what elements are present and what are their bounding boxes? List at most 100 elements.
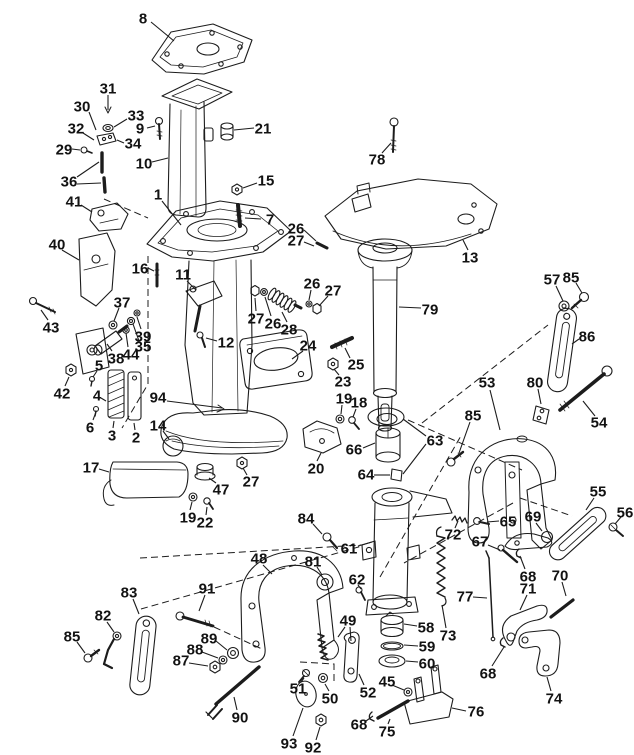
part-number-86: 86 (579, 329, 596, 346)
part-number-24: 24 (300, 338, 317, 355)
part-number-28: 28 (281, 322, 298, 339)
leader-line-36 (76, 182, 102, 185)
part-42-nut (65, 363, 77, 377)
part-60-cup (378, 654, 406, 668)
part-number-23: 23 (335, 374, 352, 391)
leader-lines (40, 21, 622, 741)
part-9-screw (154, 116, 164, 140)
leader-line-27 (254, 297, 257, 312)
leader-line-42 (64, 376, 70, 387)
leader-line-8 (150, 21, 175, 42)
leader-line-86 (571, 338, 580, 345)
leader-line-26 (264, 296, 272, 317)
leader-line-25 (344, 347, 351, 359)
part-18-screw (348, 416, 360, 430)
part-52-lever (343, 631, 360, 683)
part-29-36-small-fasteners (80, 106, 117, 194)
part-81-grommet (316, 573, 334, 591)
part-66-bushing (375, 427, 401, 463)
leader-line-74 (546, 676, 552, 692)
part-number-58: 58 (418, 620, 435, 637)
part-number-85: 85 (64, 629, 81, 646)
diagram-artwork (28, 23, 624, 727)
leader-line-67 (487, 544, 501, 551)
part-number-33: 33 (128, 108, 145, 125)
leader-line-90 (233, 696, 238, 711)
part-number-85: 85 (465, 408, 482, 425)
part-74-clamp-lever (518, 629, 561, 677)
part-73-spring (435, 526, 447, 607)
leader-line-82 (106, 621, 115, 633)
leader-line-61 (357, 541, 373, 547)
part-number-27: 27 (288, 233, 305, 250)
part-64-key (390, 468, 403, 482)
leader-line-10 (151, 157, 169, 163)
leader-line-18 (352, 408, 357, 418)
part-13-support-plate (315, 178, 498, 250)
leader-line-89 (215, 640, 228, 651)
part-number-14: 14 (150, 418, 167, 435)
part-number-48: 48 (251, 551, 268, 568)
leader-line-83 (132, 598, 140, 615)
part-number-79: 79 (422, 302, 439, 319)
part-71-lever (501, 604, 548, 646)
leader-line-44 (125, 332, 129, 348)
part-number-17: 17 (83, 460, 100, 477)
leader-line-81 (316, 566, 323, 576)
leader-line-70 (561, 581, 567, 597)
part-85-bolt-top (570, 291, 590, 310)
part-79-swivel-tube (357, 238, 413, 432)
part-51-bolt (298, 668, 311, 683)
part-number-80: 80 (527, 375, 544, 392)
part-87-nut (209, 660, 221, 674)
part-number-87: 87 (173, 653, 190, 670)
part-number-25: 25 (348, 357, 365, 374)
leader-line-66 (362, 442, 376, 449)
part-number-22: 22 (197, 515, 214, 532)
part-number-7: 7 (266, 212, 274, 229)
part-number-41: 41 (66, 194, 83, 211)
part-68-clip-upper (515, 548, 522, 559)
part-number-85: 85 (563, 270, 580, 287)
part-40-mount-bracket (78, 232, 116, 307)
leader-line-73 (441, 604, 447, 629)
part-6-screw (92, 405, 100, 417)
part-1-exhaust-housing (146, 200, 292, 455)
leader-line-40 (61, 249, 80, 261)
part-number-20: 20 (308, 461, 325, 478)
part-number-74: 74 (546, 691, 563, 708)
part-number-93: 93 (281, 736, 298, 753)
part-number-59: 59 (419, 639, 436, 656)
leader-line-54 (582, 400, 596, 417)
leader-line-77 (472, 596, 488, 599)
leader-line-5 (92, 370, 98, 378)
leader-line-57 (555, 285, 564, 302)
leader-line-36 (76, 161, 100, 178)
leader-line-60 (405, 660, 419, 663)
part-16-stud (154, 262, 160, 288)
part-number-54: 54 (591, 415, 608, 432)
leader-line-48 (262, 564, 273, 575)
part-number-47: 47 (213, 482, 230, 499)
part-number-75: 75 (379, 724, 396, 741)
leader-line-27 (242, 467, 248, 476)
leader-line-49 (349, 626, 352, 642)
leader-line-29 (71, 148, 81, 151)
part-number-68: 68 (520, 569, 537, 586)
part-number-31: 31 (100, 81, 117, 98)
part-5-screw (88, 375, 96, 387)
leader-line-30 (88, 111, 97, 131)
part-number-39: 39 (135, 329, 152, 346)
part-number-30: 30 (74, 99, 91, 116)
part-number-94: 94 (150, 390, 167, 407)
leader-line-41 (80, 204, 93, 213)
leader-line-51 (300, 677, 305, 683)
part-91-bolt (175, 611, 215, 628)
part-number-68: 68 (480, 666, 497, 683)
leader-line-3 (112, 420, 115, 429)
part-number-38: 38 (108, 351, 125, 368)
part-56-screw (608, 522, 624, 537)
part-61-steering-bracket (361, 487, 453, 616)
leader-line-17 (98, 468, 110, 473)
